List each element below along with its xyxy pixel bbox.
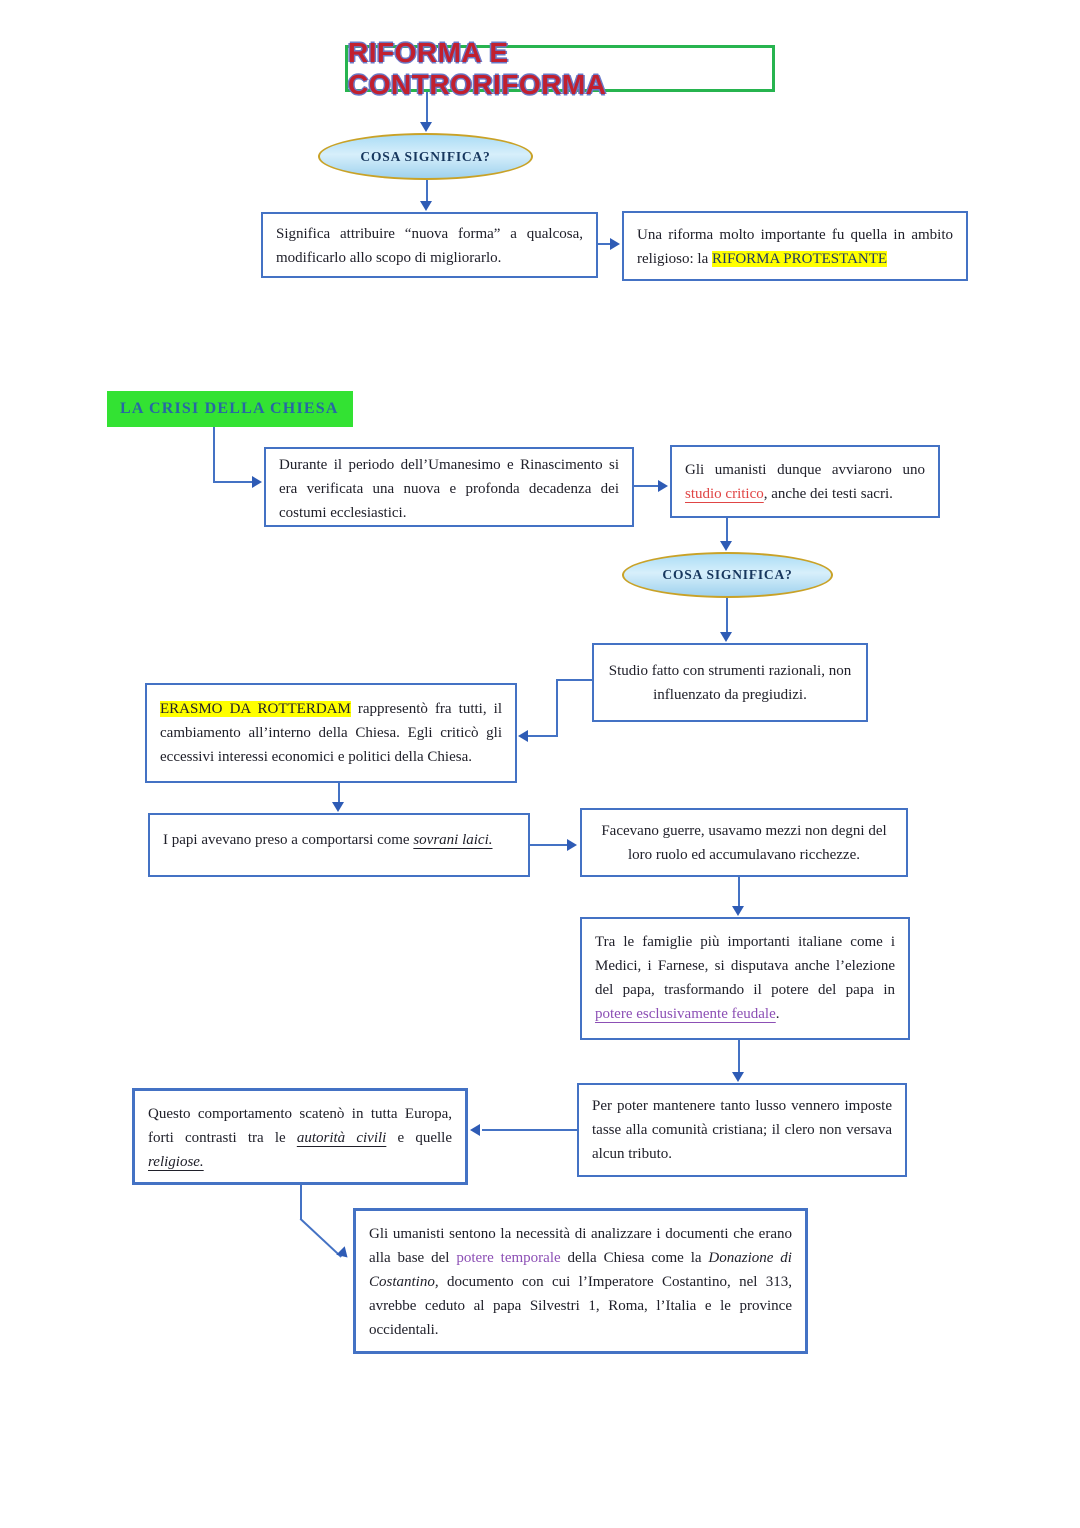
title-box: RIFORMA E CONTRORIFORMA (345, 37, 775, 100)
box-lusso-tasse-text: Per poter mantenere tanto lusso vennero … (592, 1098, 892, 1162)
ellipse-cosa-significa-1-label: COSA SIGNIFICA? (360, 148, 491, 164)
box-papi-sovrani-laici-text: I papi avevano preso a comportarsi come … (163, 832, 493, 848)
box-facevano-guerre: Facevano guerre, usavamo mezzi non degni… (580, 808, 908, 877)
connector-crisi-to-durante-hline (213, 481, 253, 483)
box-erasmo-da-rotterdam: ERASMO DA ROTTERDAM rappresentò fra tutt… (145, 683, 517, 783)
box-durante: Durante il periodo dell’Umanesimo e Rina… (264, 447, 634, 527)
connector-studio-to-erasmo-vline (556, 679, 558, 737)
box-studio-razionale: Studio fatto con strumenti razionali, no… (592, 643, 868, 722)
connector-durante-to-umanisti-arrowhead (658, 480, 668, 492)
box-contrasti-autorita: Questo comportamento scatenò in tutta Eu… (132, 1088, 468, 1185)
connector-studio-to-erasmo-hline1 (556, 679, 592, 681)
box-studio-razionale-text: Studio fatto con strumenti razionali, no… (608, 662, 852, 703)
connector-durante-to-umanisti-line (634, 485, 659, 487)
page-title: RIFORMA E CONTRORIFORMA (348, 36, 607, 100)
ellipse-cosa-significa-1: COSA SIGNIFICA? (318, 133, 533, 180)
box-famiglie-potere-feudale-text: Tra le famiglie più importanti italiane … (595, 934, 895, 1022)
connector-facevano-to-famiglie-arrowhead (732, 906, 744, 916)
connector-studio-to-erasmo-hline2 (528, 735, 556, 737)
ellipse-cosa-significa-2-label: COSA SIGNIFICA? (662, 567, 793, 582)
connector-umanisti-to-ellipse2-arrowhead (720, 541, 732, 551)
connector-lusso-to-questo-arrowhead (470, 1124, 480, 1136)
box-riforma-protestante: Una riforma molto importante fu quella i… (622, 211, 968, 281)
box-lusso-tasse: Per poter mantenere tanto lusso vennero … (577, 1083, 907, 1177)
box-donazione-costantino-text: Gli umanisti sentono la necessità di ana… (369, 1226, 792, 1338)
box-erasmo-da-rotterdam-text: ERASMO DA ROTTERDAM rappresentò fra tutt… (160, 701, 502, 765)
connector-ellipse2-to-studio-line (726, 598, 728, 633)
connector-crisi-to-durante-arrowhead (252, 476, 262, 488)
connector-papi-to-facevano-arrowhead (567, 839, 577, 851)
connector-studio-to-erasmo-arrowhead (518, 730, 528, 742)
section-label-crisi-chiesa: LA CRISI DELLA CHIESA (107, 391, 353, 427)
box-riforma-protestante-text: Una riforma molto importante fu quella i… (637, 227, 953, 267)
section-label-crisi-chiesa-text: LA CRISI DELLA CHIESA (120, 400, 339, 417)
connector-ellipse2-to-studio-arrowhead (720, 632, 732, 642)
connector-questo-to-donazione-diagonal (299, 1218, 342, 1258)
box-significa-text: Significa attribuire “nuova forma” a qua… (276, 226, 583, 266)
connector-famiglie-to-lusso-arrowhead (732, 1072, 744, 1082)
connector-questo-to-donazione-vline (300, 1185, 302, 1219)
connector-significa-to-riforma-line (598, 243, 611, 245)
connector-ellipse1-to-significa-arrowhead (420, 201, 432, 211)
box-papi-sovrani-laici: I papi avevano preso a comportarsi come … (148, 813, 530, 877)
connector-erasmo-to-papi-arrowhead (332, 802, 344, 812)
box-umanisti-studio-critico-text: Gli umanisti dunque avviarono uno studio… (685, 462, 925, 502)
box-durante-text: Durante il periodo dell’Umanesimo e Rina… (279, 457, 619, 521)
connector-title-to-ellipse1-line (426, 92, 428, 124)
box-contrasti-autorita-text: Questo comportamento scatenò in tutta Eu… (148, 1106, 453, 1170)
connector-significa-to-riforma-arrowhead (610, 238, 620, 250)
connector-crisi-to-durante-vline (213, 427, 215, 483)
connector-lusso-to-questo-line (482, 1129, 577, 1131)
connector-ellipse1-to-significa-line (426, 180, 428, 202)
connector-famiglie-to-lusso-line (738, 1040, 740, 1073)
box-umanisti-studio-critico: Gli umanisti dunque avviarono uno studio… (670, 445, 940, 518)
box-donazione-costantino: Gli umanisti sentono la necessità di ana… (353, 1208, 808, 1354)
connector-umanisti-to-ellipse2-line (726, 518, 728, 542)
connector-facevano-to-famiglie-line (738, 877, 740, 908)
box-famiglie-potere-feudale: Tra le famiglie più importanti italiane … (580, 917, 910, 1040)
connector-questo-to-donazione-arrowhead (336, 1246, 352, 1262)
connector-title-to-ellipse1-arrowhead (420, 122, 432, 132)
ellipse-cosa-significa-2: COSA SIGNIFICA? (622, 552, 833, 598)
box-significa: Significa attribuire “nuova forma” a qua… (261, 212, 598, 278)
connector-papi-to-facevano-line (530, 844, 568, 846)
connector-erasmo-to-papi-line (338, 783, 340, 803)
box-facevano-guerre-text: Facevano guerre, usavamo mezzi non degni… (601, 822, 887, 863)
